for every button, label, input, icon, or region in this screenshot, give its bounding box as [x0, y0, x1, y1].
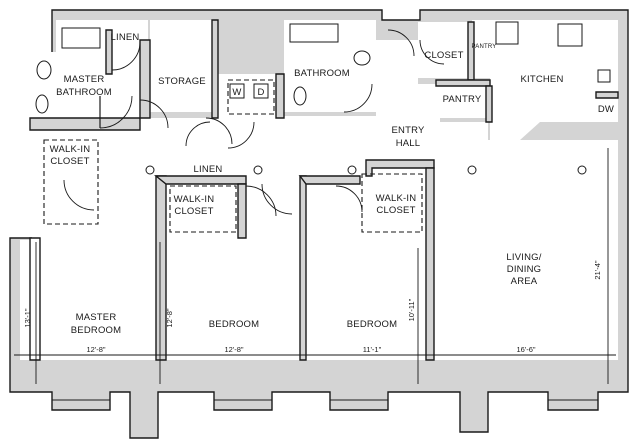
walkin-master-label-2: CLOSET [50, 156, 89, 167]
ceiling-lights [145, 165, 587, 175]
pantry-small-label: PANTRY [472, 44, 497, 50]
dryer-icon [253, 83, 269, 99]
walkin-bed-label-2: CLOSET [174, 206, 213, 217]
kitchen-sink-icon [597, 69, 611, 83]
washer-icon [229, 83, 245, 99]
dim-living-depth: 21'-4" [593, 260, 602, 279]
master-bath-label-1: MASTER [64, 74, 105, 85]
entry-label-1: ENTRY [391, 125, 424, 136]
dim-master-depth: 13'-1" [23, 308, 32, 327]
light-icon [145, 165, 155, 175]
dim-bedroom3-width: 11'-1" [363, 345, 382, 354]
light-icon [253, 165, 263, 175]
bathroom-label: BATHROOM [294, 68, 350, 79]
walkin-right-label-1: WALK-IN [376, 193, 417, 204]
living-label-2: DINING [507, 264, 541, 275]
shower-icon [61, 27, 101, 49]
toilet-icon [293, 86, 307, 106]
dimension-lines [14, 148, 616, 384]
doors [63, 29, 445, 217]
dim-living-width: 16'-6" [516, 345, 535, 354]
dishwasher-label: DW [598, 104, 614, 115]
dim-bedroom2-depth: 12'-8" [165, 308, 174, 327]
stove-icon [557, 23, 583, 47]
room-labels: LINEN MASTER BATHROOM STORAGE W D BATHRO… [50, 32, 614, 336]
sink-icon [353, 50, 371, 66]
master-bath-label-2: BATHROOM [56, 87, 112, 98]
light-icon [577, 165, 587, 175]
light-icon [347, 165, 357, 175]
washer-label: W [232, 87, 241, 98]
bedroom-3-label: BEDROOM [347, 319, 398, 330]
pantry-label: PANTRY [443, 94, 482, 105]
entry-label-2: HALL [396, 138, 421, 149]
living-label-1: LIVING/ [506, 252, 541, 263]
dryer-label: D [257, 87, 264, 98]
fixtures [35, 21, 611, 114]
bathtub-icon [289, 23, 339, 43]
dimension-labels: 12'-8" 13'-1" 12'-8" 12'-8" 11'-1" 10'-1… [23, 260, 602, 354]
master-bedroom-label-2: BEDROOM [71, 325, 122, 336]
walkin-master-label-1: WALK-IN [50, 144, 91, 155]
linen-mid-label: LINEN [194, 164, 223, 175]
dim-bedroom3-depth: 10'-11" [407, 298, 416, 321]
kitchen-label: KITCHEN [520, 74, 563, 85]
master-bedroom-label-1: MASTER [76, 312, 117, 323]
linen-top-label: LINEN [111, 32, 140, 43]
light-icon [467, 165, 477, 175]
dim-master-width: 12'-8" [86, 345, 105, 354]
closet-label: CLOSET [424, 50, 463, 61]
storage-label: STORAGE [158, 76, 206, 87]
toilet-icon [35, 94, 49, 114]
bedroom-2-label: BEDROOM [209, 319, 260, 330]
refrigerator-icon [495, 21, 519, 45]
sink-icon [36, 60, 52, 80]
living-label-3: AREA [511, 276, 538, 287]
partitions [29, 19, 619, 361]
walkin-right-label-2: CLOSET [376, 205, 415, 216]
dim-bedroom2-width: 12'-8" [224, 345, 243, 354]
walkin-bed-label-1: WALK-IN [174, 194, 215, 205]
closet-outlines [43, 79, 423, 233]
